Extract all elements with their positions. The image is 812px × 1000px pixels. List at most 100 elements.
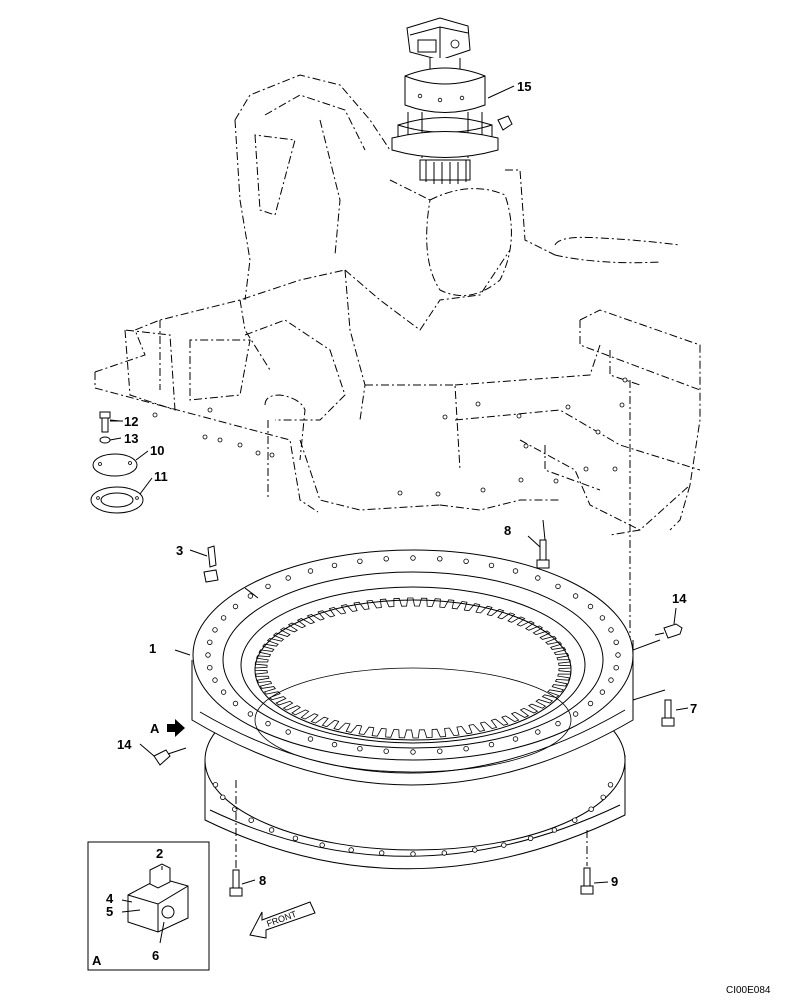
view-arrow-a xyxy=(167,719,185,737)
upper-bolt-hole xyxy=(599,615,606,621)
upper-bolt-hole xyxy=(331,741,338,748)
callout-4: 4 xyxy=(106,891,114,906)
front-arrow xyxy=(249,901,316,939)
swing-motor-assembly xyxy=(391,17,513,184)
upper-bolt-hole xyxy=(572,711,579,717)
upper-bolt-hole xyxy=(463,558,469,564)
lower-bolt-hole xyxy=(501,842,507,848)
gear-teeth xyxy=(254,597,572,739)
upper-bolt-hole xyxy=(265,583,271,590)
upper-bolt-hole xyxy=(613,639,619,645)
bolt-part-8-upper xyxy=(536,519,550,569)
upper-bolt-hole xyxy=(608,677,614,683)
upper-bolt-hole xyxy=(587,700,594,707)
callout-11: 11 xyxy=(154,469,168,484)
front-label: FRONT xyxy=(265,909,298,929)
bearing-bolt-holes xyxy=(205,555,621,857)
upper-bolt-hole xyxy=(220,689,227,695)
lower-bolt-hole xyxy=(551,827,558,833)
upper-bolt-hole xyxy=(555,583,561,590)
upper-bolt-hole xyxy=(488,562,495,569)
cover-plate-stack xyxy=(90,411,153,514)
upper-bolt-hole xyxy=(247,593,254,599)
upper-bolt-hole xyxy=(512,568,519,574)
callout-6: 6 xyxy=(152,948,159,963)
figure-id: CI00E084 xyxy=(726,985,771,996)
bolt-part-8-lower xyxy=(229,780,243,897)
upper-bolt-hole xyxy=(285,729,291,735)
callout-3: 3 xyxy=(176,543,183,558)
upper-bolt-hole xyxy=(232,700,239,707)
callout-5: 5 xyxy=(106,904,113,919)
callout-10: 10 xyxy=(150,443,164,458)
detail-view-a-box xyxy=(87,841,210,971)
gear-tooth-profile xyxy=(254,597,572,739)
callout-14-left: 14 xyxy=(117,737,132,752)
upper-bolt-hole xyxy=(285,575,291,581)
upper-bolt-hole xyxy=(307,736,314,742)
frame-holes xyxy=(152,377,628,497)
upper-bolt-hole xyxy=(599,689,606,695)
upper-frame-phantom xyxy=(94,74,701,640)
upper-bolt-hole xyxy=(357,746,363,752)
grease-fitting-14-left xyxy=(153,747,187,766)
upper-bolt-hole xyxy=(410,749,416,755)
lower-bolt-hole xyxy=(268,827,275,833)
upper-bolt-hole xyxy=(535,729,541,735)
lower-bolt-hole xyxy=(212,782,219,788)
callout-13: 13 xyxy=(124,431,138,446)
upper-bolt-hole xyxy=(437,748,443,754)
upper-bolt-hole xyxy=(265,720,271,727)
upper-bolt-hole xyxy=(535,575,541,581)
callout-7: 7 xyxy=(690,701,697,716)
detail-view-label: A xyxy=(92,953,102,968)
callout-8-upper: 8 xyxy=(504,523,511,538)
upper-bolt-hole xyxy=(205,652,211,658)
upper-bolt-hole xyxy=(247,711,254,717)
lower-bolt-hole xyxy=(572,817,578,823)
lower-bolt-hole xyxy=(527,835,534,841)
lower-bolt-hole xyxy=(607,782,614,788)
upper-bolt-hole xyxy=(512,736,519,742)
upper-bolt-hole xyxy=(232,603,239,610)
upper-bolt-hole xyxy=(608,627,614,633)
upper-bolt-hole xyxy=(207,665,213,671)
lower-bolt-hole xyxy=(220,794,226,800)
upper-bolt-hole xyxy=(410,555,416,561)
callout-2: 2 xyxy=(156,846,163,861)
upper-bolt-hole xyxy=(212,677,218,683)
upper-bolt-hole xyxy=(207,639,213,645)
lower-bolt-hole xyxy=(319,842,325,848)
lower-bolt-hole xyxy=(379,850,385,856)
upper-bolt-hole xyxy=(357,558,363,564)
callout-8-lower: 8 xyxy=(259,873,266,888)
upper-bolt-hole xyxy=(615,652,621,658)
upper-bolt-hole xyxy=(555,720,561,727)
callout-12: 12 xyxy=(124,414,138,429)
upper-bolt-hole xyxy=(212,627,218,633)
lower-bolt-hole xyxy=(472,847,478,853)
lower-bolt-hole xyxy=(410,851,416,857)
upper-bolt-hole xyxy=(307,568,314,574)
bolt-part-9 xyxy=(580,830,594,895)
swing-bearing xyxy=(174,549,666,870)
bolt-part-7 xyxy=(661,699,675,727)
lower-bolt-hole xyxy=(292,835,299,841)
upper-bolt-hole xyxy=(463,746,469,752)
upper-bolt-hole xyxy=(220,615,227,621)
lower-bolt-hole xyxy=(248,817,254,823)
callout-9: 9 xyxy=(611,874,618,889)
lower-bolt-hole xyxy=(348,847,354,853)
pin-part-3 xyxy=(189,545,219,583)
upper-bolt-hole xyxy=(572,593,579,599)
lower-bolt-hole xyxy=(588,806,594,812)
callout-1: 1 xyxy=(149,641,156,656)
upper-bolt-hole xyxy=(488,741,495,748)
lower-bolt-hole xyxy=(600,794,606,800)
callout-15: 15 xyxy=(517,79,531,94)
lower-bolt-hole xyxy=(441,850,447,856)
callout-14-right: 14 xyxy=(672,591,687,606)
callout-labels: 15 12 13 10 11 3 1 8 14 7 14 8 9 2 4 5 6 xyxy=(106,79,697,963)
grease-fitting-14-right xyxy=(654,623,683,639)
leader-lines xyxy=(110,85,689,885)
